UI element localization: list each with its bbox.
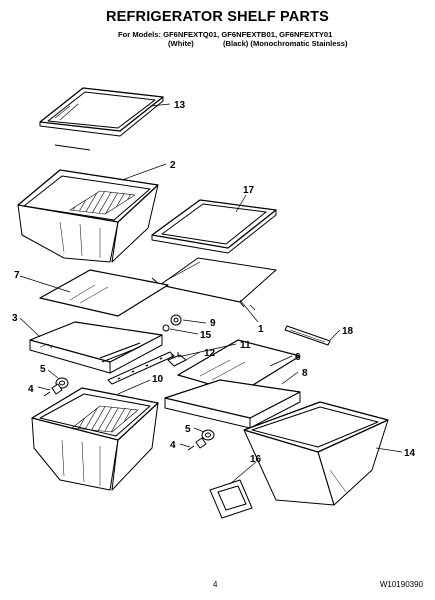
- part-5-wheel-right: [201, 429, 215, 441]
- model-list: For Models: GF6NFEXTQ01, GF6NFEXTB01, GF…: [118, 30, 333, 39]
- part-18-side-rail: [284, 325, 331, 346]
- callout-15: 15: [200, 330, 212, 341]
- part-14-bin: [243, 401, 389, 506]
- page-title: REFRIGERATOR SHELF PARTS: [105, 9, 330, 25]
- document-number: W10190390: [379, 580, 423, 589]
- part-11-shelf-rail: [99, 342, 175, 385]
- part-8-shelf-frame: [164, 379, 301, 429]
- variant-white: (White): [168, 39, 194, 48]
- part-2-crisper-drawer: [17, 169, 159, 263]
- callout-3: 3: [12, 313, 18, 324]
- leader-lines: [19, 103, 403, 485]
- callout-4-right: 4: [170, 440, 176, 451]
- callout-13: 13: [174, 100, 186, 111]
- part-10-crisper-drawer: [31, 387, 159, 491]
- callout-8: 8: [302, 368, 308, 379]
- callout-5-left: 5: [40, 364, 46, 375]
- part-3-shelf-frame: [29, 321, 163, 374]
- callout-11: 11: [240, 340, 251, 351]
- callout-2: 2: [170, 160, 176, 171]
- variant-black-stainless: (Black) (Monochromatic Stainless): [223, 39, 348, 48]
- callout-17: 17: [243, 185, 255, 196]
- callout-12: 12: [204, 348, 216, 359]
- callout-7: 7: [14, 270, 20, 281]
- part-4-screw-right: [187, 437, 207, 451]
- callout-6: 6: [295, 352, 301, 363]
- part-4-screw-left: [43, 383, 63, 397]
- callout-16: 16: [250, 454, 262, 465]
- callout-14: 14: [404, 448, 416, 459]
- part-7-glass-panel: [39, 269, 169, 317]
- page-number: 4: [213, 580, 218, 589]
- part-9-15-fasteners: [162, 314, 182, 332]
- callout-10: 10: [152, 374, 164, 385]
- callout-1: 1: [258, 324, 264, 335]
- part-13-shelf-glass: [39, 87, 164, 151]
- callout-4-left: 4: [28, 384, 34, 395]
- callout-18: 18: [342, 326, 354, 337]
- part-1-shelf-assembly: [151, 257, 277, 311]
- callout-9: 9: [210, 318, 216, 329]
- part-17-shelf-frame: [151, 199, 277, 254]
- part-16-cover: [209, 479, 253, 519]
- callout-5-right: 5: [185, 424, 191, 435]
